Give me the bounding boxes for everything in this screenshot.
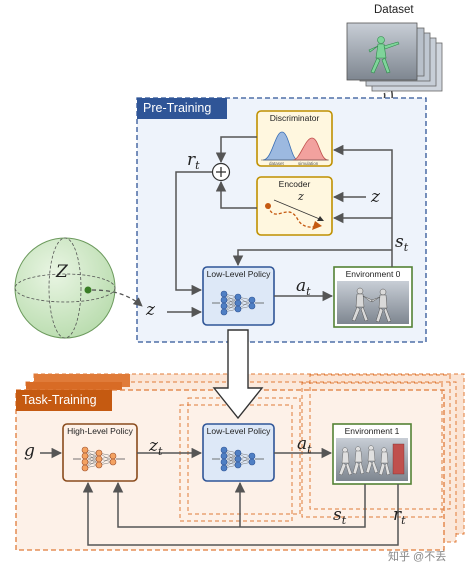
zt-label-task: zt xyxy=(149,436,163,458)
high-level-policy-label: High-Level Policy xyxy=(67,426,133,436)
transfer-arrow xyxy=(212,329,264,420)
state-label-pretrain: st xyxy=(395,232,409,254)
tasktraining-tag: Task-Training xyxy=(22,393,97,407)
environment0-view xyxy=(337,281,409,324)
pretraining-tag: Pre-Training xyxy=(143,101,212,115)
environment0-characters xyxy=(351,287,392,323)
action-label-pretrain: at xyxy=(296,276,311,298)
low-level-policy-label-task: Low-Level Policy xyxy=(206,426,271,436)
action-label-task: at xyxy=(297,434,312,456)
latent-sphere xyxy=(14,237,116,339)
z-label-policy-input: z xyxy=(146,300,155,320)
latent-sample-dot xyxy=(84,286,92,294)
task-arrows xyxy=(40,447,399,546)
environment1-label: Environment 1 xyxy=(344,426,400,436)
z-label-encoder-input: z xyxy=(371,187,380,207)
low-level-policy-label-pretrain: Low-Level Policy xyxy=(206,269,271,279)
encoder-box xyxy=(256,176,333,236)
tasktraining-tag-bg xyxy=(16,390,112,411)
pretraining-tag-bg xyxy=(137,98,227,119)
dataset-label: Dataset xyxy=(374,4,414,16)
encoder-label: Encoder xyxy=(278,179,311,189)
discriminator-legend-simulation: simulation xyxy=(298,161,319,166)
goal-label: g xyxy=(24,441,35,461)
network-icon-pretrain xyxy=(212,290,264,316)
network-icon-high-level xyxy=(73,446,125,472)
discriminator-label: Discriminator xyxy=(269,113,320,123)
dataset-character xyxy=(368,36,400,74)
reward-label-pretrain: rt xyxy=(187,150,200,172)
reward-label-task: rt xyxy=(393,505,406,527)
latent-space-label: Z xyxy=(56,262,68,282)
watermark: 知乎 @不丢 xyxy=(388,551,447,563)
encoder-z-label: z xyxy=(298,190,304,203)
discriminator-curves xyxy=(261,131,329,161)
environment0-label: Environment 0 xyxy=(345,269,401,279)
pretrain-arrows xyxy=(167,136,393,318)
dataset-stack xyxy=(346,22,443,92)
environment1-characters xyxy=(338,443,405,476)
state-label-task: st xyxy=(333,505,347,527)
encoder-trajectory xyxy=(265,199,324,230)
network-icon-task xyxy=(212,446,264,472)
network-icons xyxy=(73,290,264,472)
discriminator-legend-dataset: dataset xyxy=(269,161,284,166)
